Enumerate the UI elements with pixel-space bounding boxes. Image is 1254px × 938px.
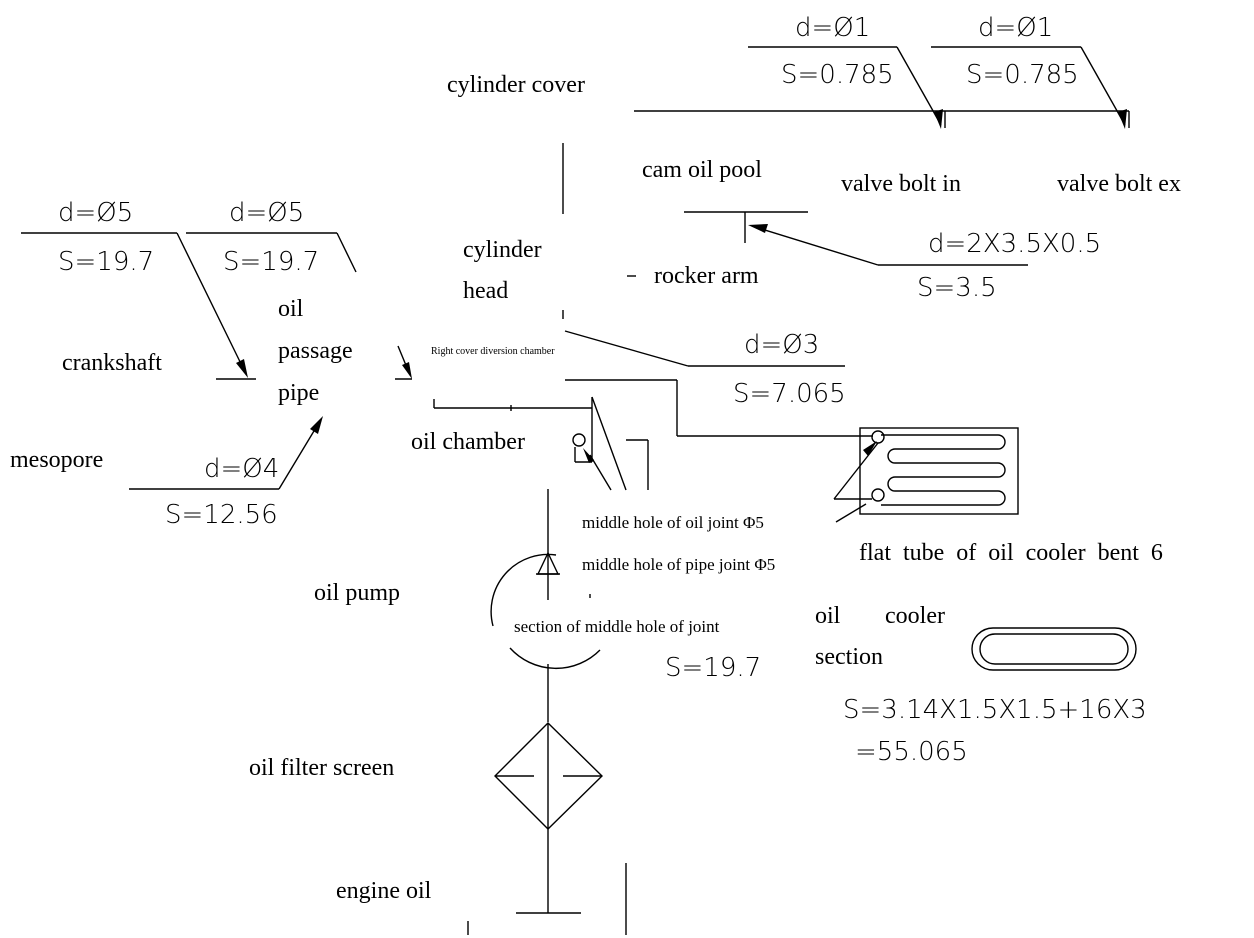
chamber-diameter: d=Ø3 bbox=[744, 330, 819, 360]
passage-diameter: d=Ø5 bbox=[229, 198, 304, 228]
passage-area: S=19.7 bbox=[223, 247, 319, 277]
oil-cooler-diag-1 bbox=[833, 442, 879, 500]
oil-chamber-arrowhead bbox=[583, 448, 594, 463]
oil-chamber-label: oil chamber bbox=[411, 429, 525, 455]
rocker-arrowhead bbox=[748, 224, 768, 233]
passage-label: passage bbox=[278, 338, 353, 364]
rocker-dimension: d=2X3.5X0.5 bbox=[928, 229, 1101, 259]
crank-leader bbox=[176, 232, 247, 375]
valve-in-area: S=0.785 bbox=[781, 60, 894, 90]
cooler-area-result: =55.065 bbox=[855, 737, 968, 767]
valve-in-leader bbox=[896, 46, 942, 126]
oil-cooler-body bbox=[859, 427, 1019, 515]
oil-label: oil bbox=[278, 296, 304, 322]
valve-in-arrowhead bbox=[934, 109, 943, 129]
valve-ex-area: S=0.785 bbox=[966, 60, 1079, 90]
oil-filter-screen-label: oil filter screen bbox=[249, 755, 394, 781]
cylinder-label: cylinder bbox=[463, 237, 542, 263]
cooler-area-formula: S=3.14X1.5X1.5+16X3 bbox=[843, 695, 1147, 725]
oil-cooler-outlet-port bbox=[871, 488, 885, 502]
chamber-dim-leader bbox=[564, 330, 689, 367]
valve-ex-leader bbox=[1080, 46, 1126, 126]
valve-bolt-in-label: valve bolt in bbox=[841, 171, 961, 197]
passage-leader bbox=[336, 232, 357, 273]
oil-chamber-port bbox=[572, 433, 586, 447]
chamber-area: S=7.065 bbox=[733, 379, 846, 409]
oil-cooler-return-dash bbox=[835, 503, 867, 523]
rocker-arm-label: rocker arm bbox=[654, 263, 759, 289]
mesopore-arrowhead bbox=[310, 416, 323, 434]
crankshaft-label: crankshaft bbox=[62, 350, 162, 376]
oil-cooler-arrowhead bbox=[863, 441, 877, 456]
pipe-label: pipe bbox=[278, 380, 319, 406]
flat-tube-label: flat tube of oil cooler bent 6 bbox=[859, 540, 1163, 566]
oil-cooler-section-label: section bbox=[815, 644, 883, 670]
valve-ex-diameter: d=Ø1 bbox=[978, 13, 1053, 43]
oil-cooler-label-1: oil bbox=[815, 603, 841, 629]
oil-cooler-label-2: cooler bbox=[885, 603, 945, 629]
cylinder-cover-label: cylinder cover bbox=[447, 72, 585, 98]
valve-in-diameter: d=Ø1 bbox=[795, 13, 870, 43]
oil-pump-arc bbox=[490, 553, 557, 627]
mesopore-diameter: d=Ø4 bbox=[204, 454, 279, 484]
oil-cooler-inlet-port bbox=[871, 430, 885, 444]
cooler-section-inner bbox=[979, 633, 1129, 665]
oil-pump-label: oil pump bbox=[314, 580, 400, 606]
rocker-area: S=3.5 bbox=[917, 273, 997, 303]
mesopore-area: S=12.56 bbox=[165, 500, 278, 530]
cooler-section-outer bbox=[971, 627, 1137, 671]
crank-area: S=19.7 bbox=[58, 247, 154, 277]
mesopore-label: mesopore bbox=[10, 447, 103, 473]
oil-chamber-diag-1 bbox=[591, 396, 627, 491]
crank-diameter: d=Ø5 bbox=[58, 198, 133, 228]
valve-bolt-ex-label: valve bolt ex bbox=[1057, 171, 1181, 197]
oil-cooler-serpentine-tube bbox=[881, 434, 1006, 506]
mesopore-leader bbox=[278, 420, 321, 490]
section-middle-hole-label: section of middle hole of joint bbox=[514, 617, 720, 636]
middle-hole-pipe-joint-label: middle hole of pipe joint Φ5 bbox=[582, 555, 775, 574]
engine-oil-label: engine oil bbox=[336, 878, 432, 904]
chamber-inlet-arrowhead bbox=[402, 362, 412, 379]
right-cover-chamber-label: Right cover diversion chamber bbox=[431, 346, 555, 357]
rocker-leader bbox=[751, 225, 879, 266]
crank-arrowhead bbox=[236, 359, 248, 378]
head-label: head bbox=[463, 278, 508, 304]
oil-pump-arc-lower bbox=[509, 647, 601, 670]
cam-oil-pool-label: cam oil pool bbox=[642, 157, 762, 183]
joint-area: S=19.7 bbox=[665, 653, 761, 683]
oil-chamber-diag-2 bbox=[589, 454, 612, 491]
middle-hole-oil-joint-label: middle hole of oil joint Φ5 bbox=[582, 513, 764, 532]
valve-ex-arrowhead bbox=[1118, 109, 1127, 129]
